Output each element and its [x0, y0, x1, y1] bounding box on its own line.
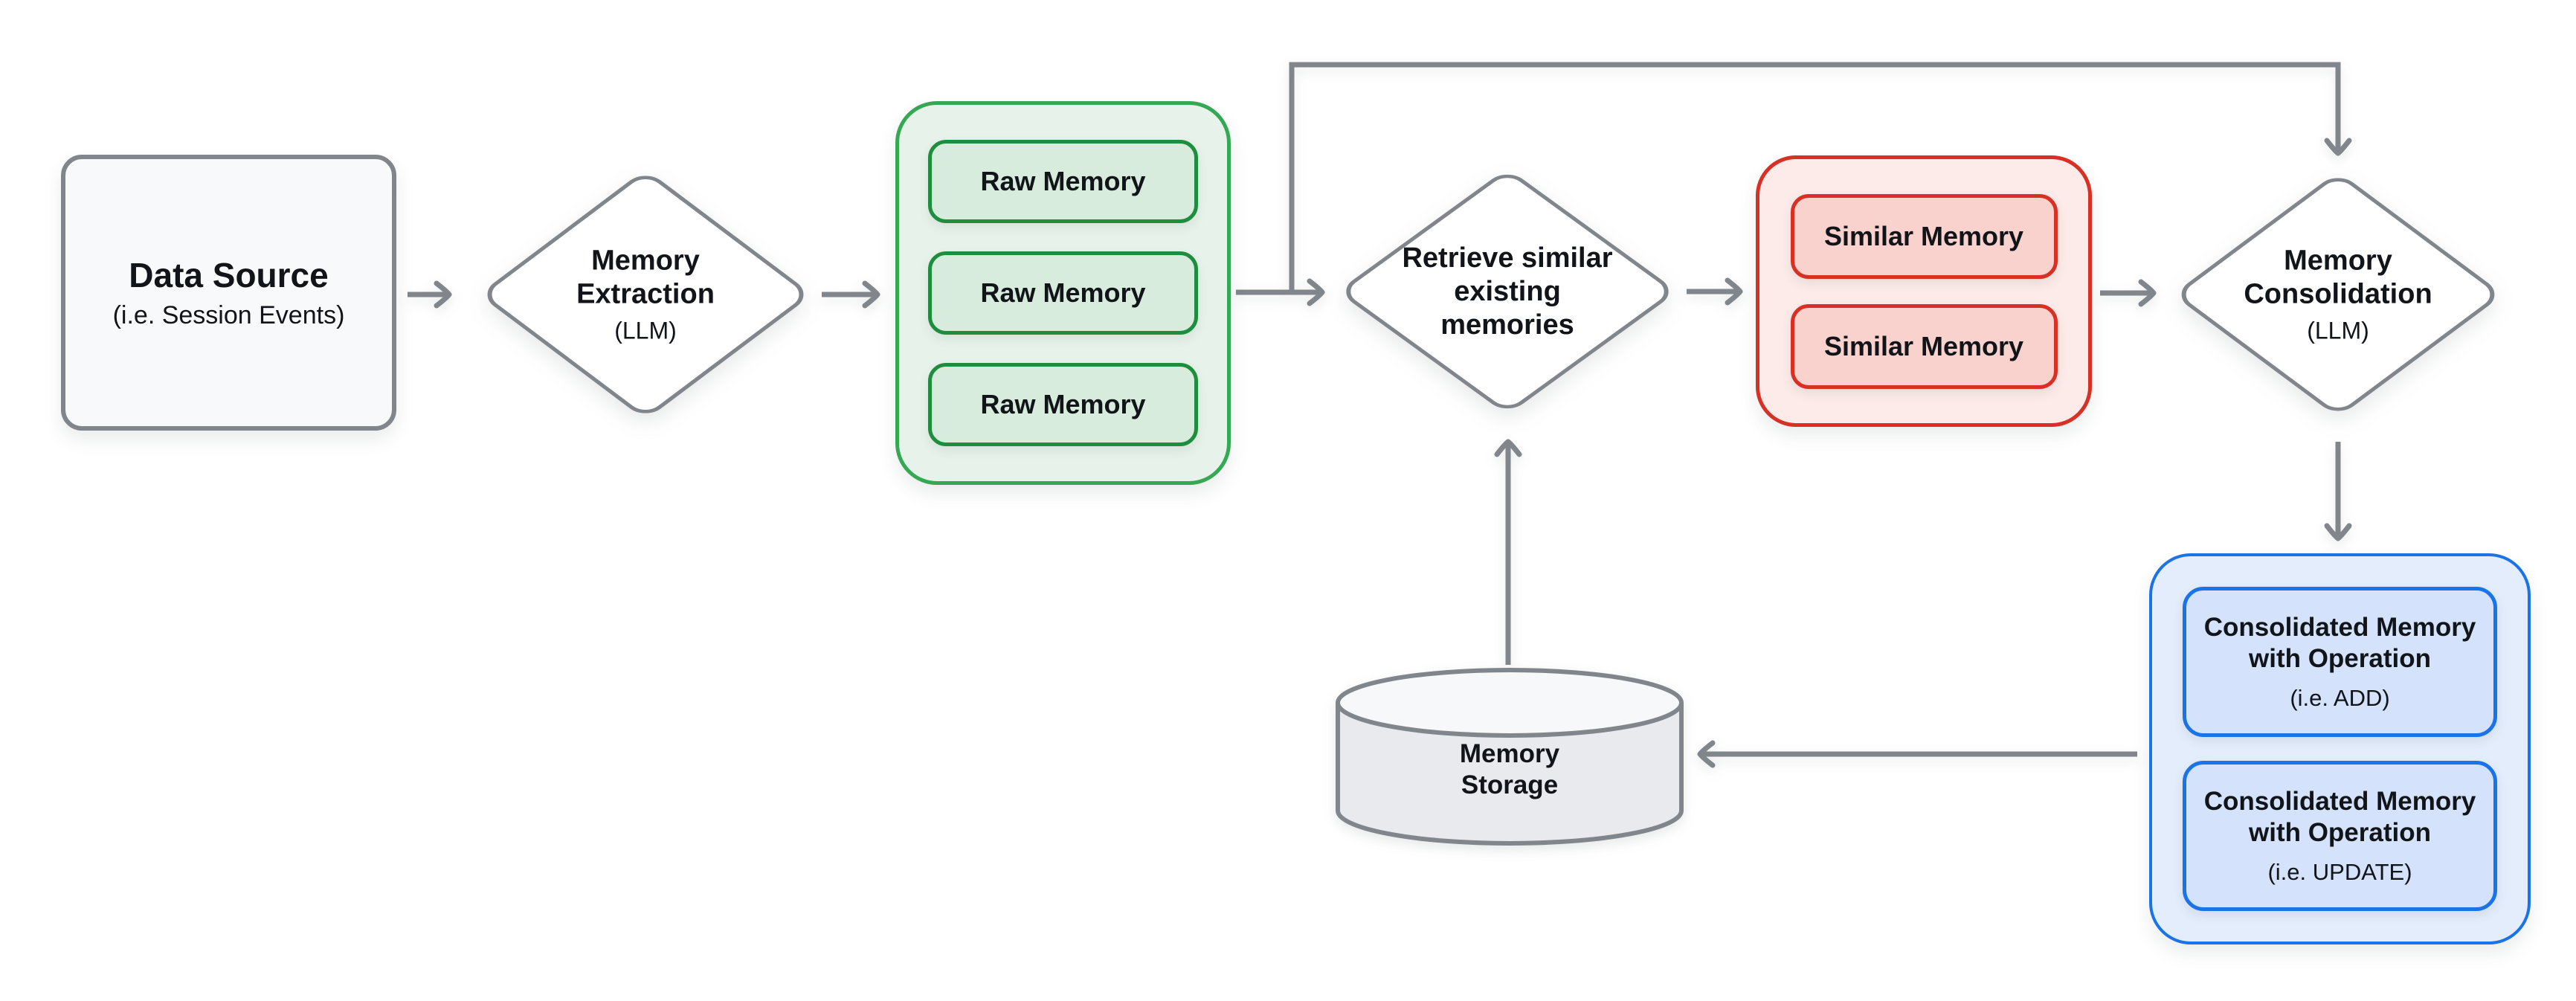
consolidated-memory-chip: Consolidated Memory with Operation (i.e.… — [2183, 587, 2497, 737]
raw-memory-group: Raw Memory Raw Memory Raw Memory — [895, 101, 1231, 485]
consolidated-memory-title: Consolidated Memory with Operation — [2203, 787, 2476, 848]
memory-extraction-title: Memory Extraction — [576, 245, 715, 310]
consolidated-memory-group: Consolidated Memory with Operation (i.e.… — [2149, 553, 2531, 944]
memory-extraction-label: Memory Extraction (LLM) — [538, 244, 753, 344]
memory-storage-label: Memory Storage — [1459, 739, 1560, 799]
memory-extraction-subtitle: (LLM) — [614, 316, 677, 344]
consolidated-memory-subtitle: (i.e. ADD) — [2290, 685, 2390, 712]
raw-memory-chip: Raw Memory — [928, 363, 1198, 446]
raw-memory-chip: Raw Memory — [928, 140, 1198, 223]
retrieve-label-line: Retrieve similar — [1402, 242, 1613, 274]
consolidated-memory-subtitle: (i.e. UPDATE) — [2267, 859, 2412, 886]
memory-consolidation-title: Memory Consolidation — [2244, 245, 2432, 310]
memory-consolidation-label: Memory Consolidation (LLM) — [2230, 244, 2446, 344]
arrow-raw-memories-to-consolidation-top-bypass — [1289, 62, 2352, 292]
consolidated-memory-chip: Consolidated Memory with Operation (i.e.… — [2183, 761, 2497, 911]
data-source-title: Data Source — [129, 256, 329, 294]
similar-memory-chip: Similar Memory — [1790, 303, 2058, 389]
memory-consolidation-subtitle: (LLM) — [2307, 316, 2369, 344]
retrieve-label-line: memories — [1440, 309, 1574, 341]
similar-memory-chip: Similar Memory — [1790, 193, 2058, 279]
data-source-node: Data Source (i.e. Session Events) — [61, 155, 396, 431]
data-source-subtitle: (i.e. Session Events) — [112, 301, 345, 329]
raw-memory-chip: Raw Memory — [928, 251, 1198, 335]
memory-storage-cylinder — [1336, 668, 1684, 846]
retrieve-label-line: existing — [1454, 275, 1561, 307]
retrieve-similar-memories-label: Retrieve similar existing memories — [1385, 242, 1630, 341]
similar-memory-group: Similar Memory Similar Memory — [1756, 155, 2092, 427]
consolidated-memory-title: Consolidated Memory with Operation — [2203, 613, 2476, 674]
